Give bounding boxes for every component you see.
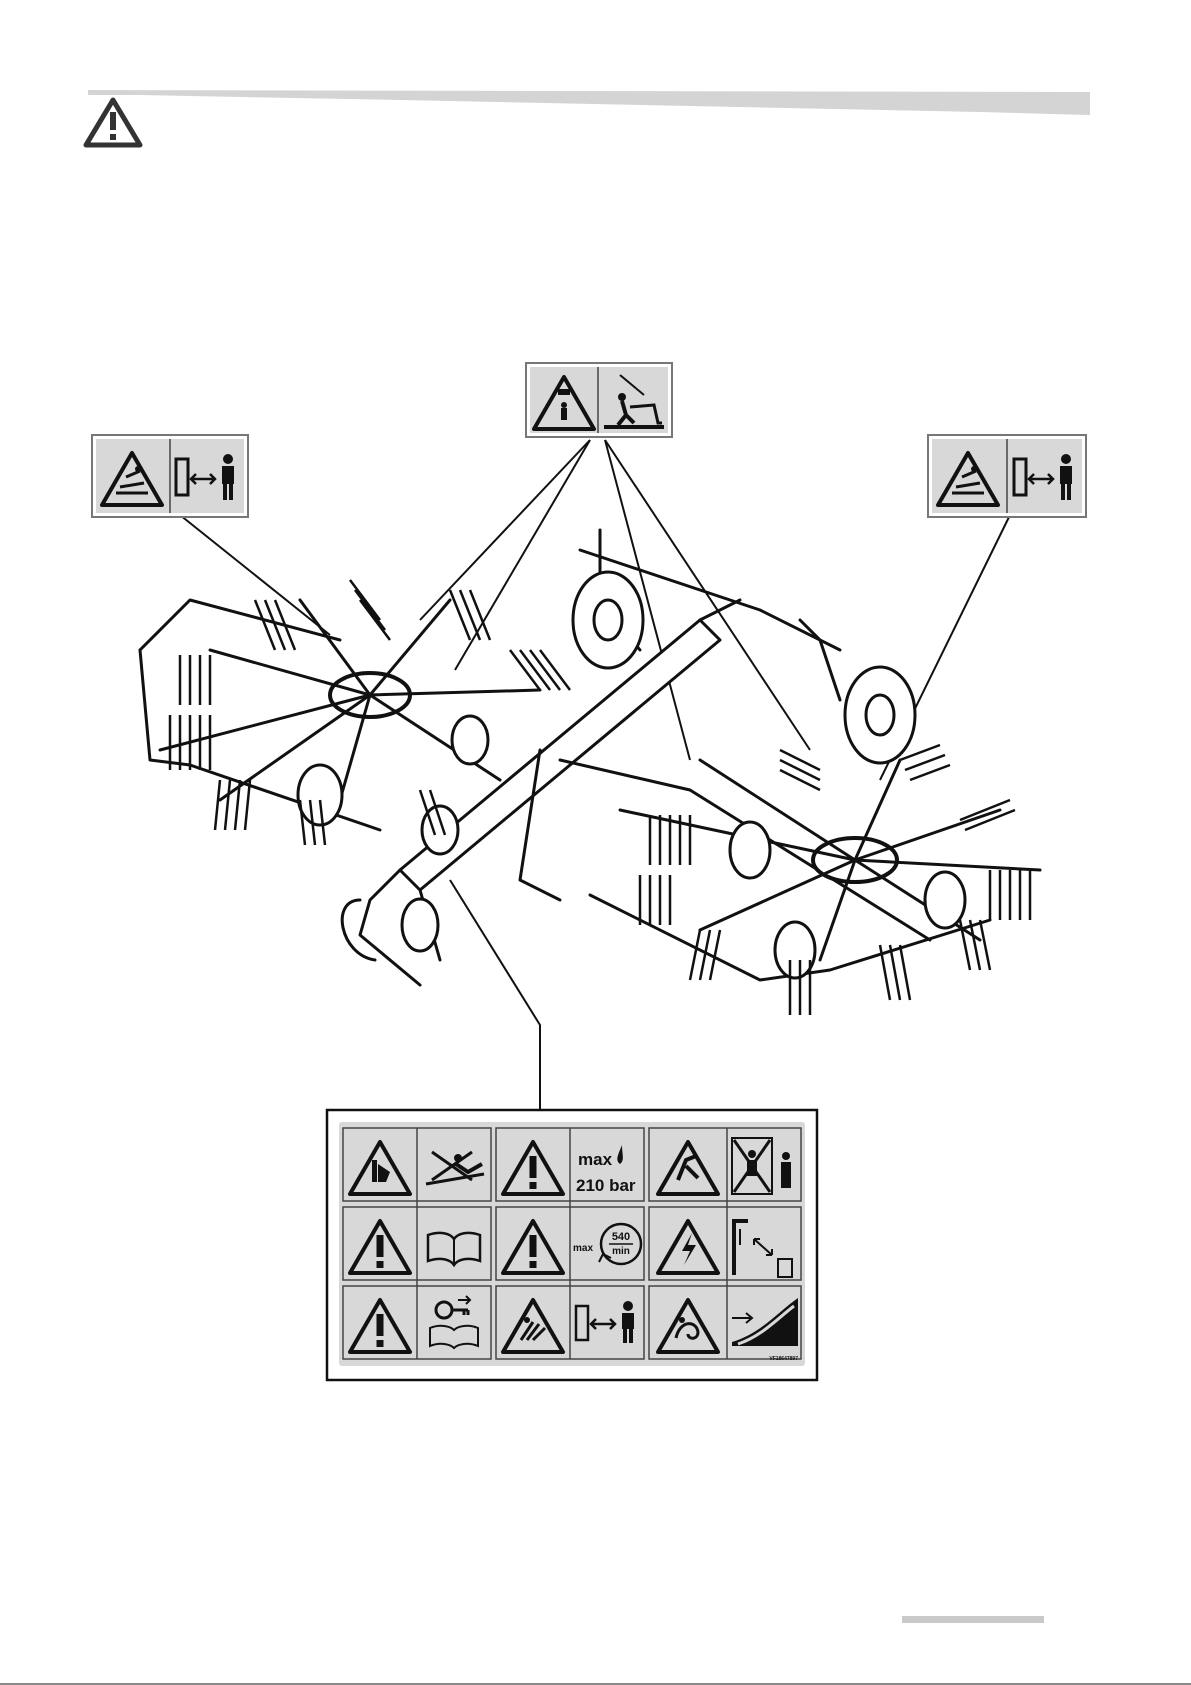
decal-left: [92, 435, 248, 517]
decal-grid: max 210 bar max: [327, 1110, 817, 1380]
pto-speed-value: 540: [612, 1231, 630, 1243]
pto-speed-unit: min: [612, 1246, 630, 1257]
hydraulic-max-label: max: [578, 1150, 613, 1169]
footer-bar: [902, 1616, 1044, 1623]
pto-max-label: max: [573, 1243, 593, 1254]
hydraulic-pressure-value: 210 bar: [576, 1176, 636, 1195]
decal-top: [526, 363, 672, 437]
part-number: VF18647897: [769, 1356, 798, 1362]
decal-right: [928, 435, 1086, 517]
